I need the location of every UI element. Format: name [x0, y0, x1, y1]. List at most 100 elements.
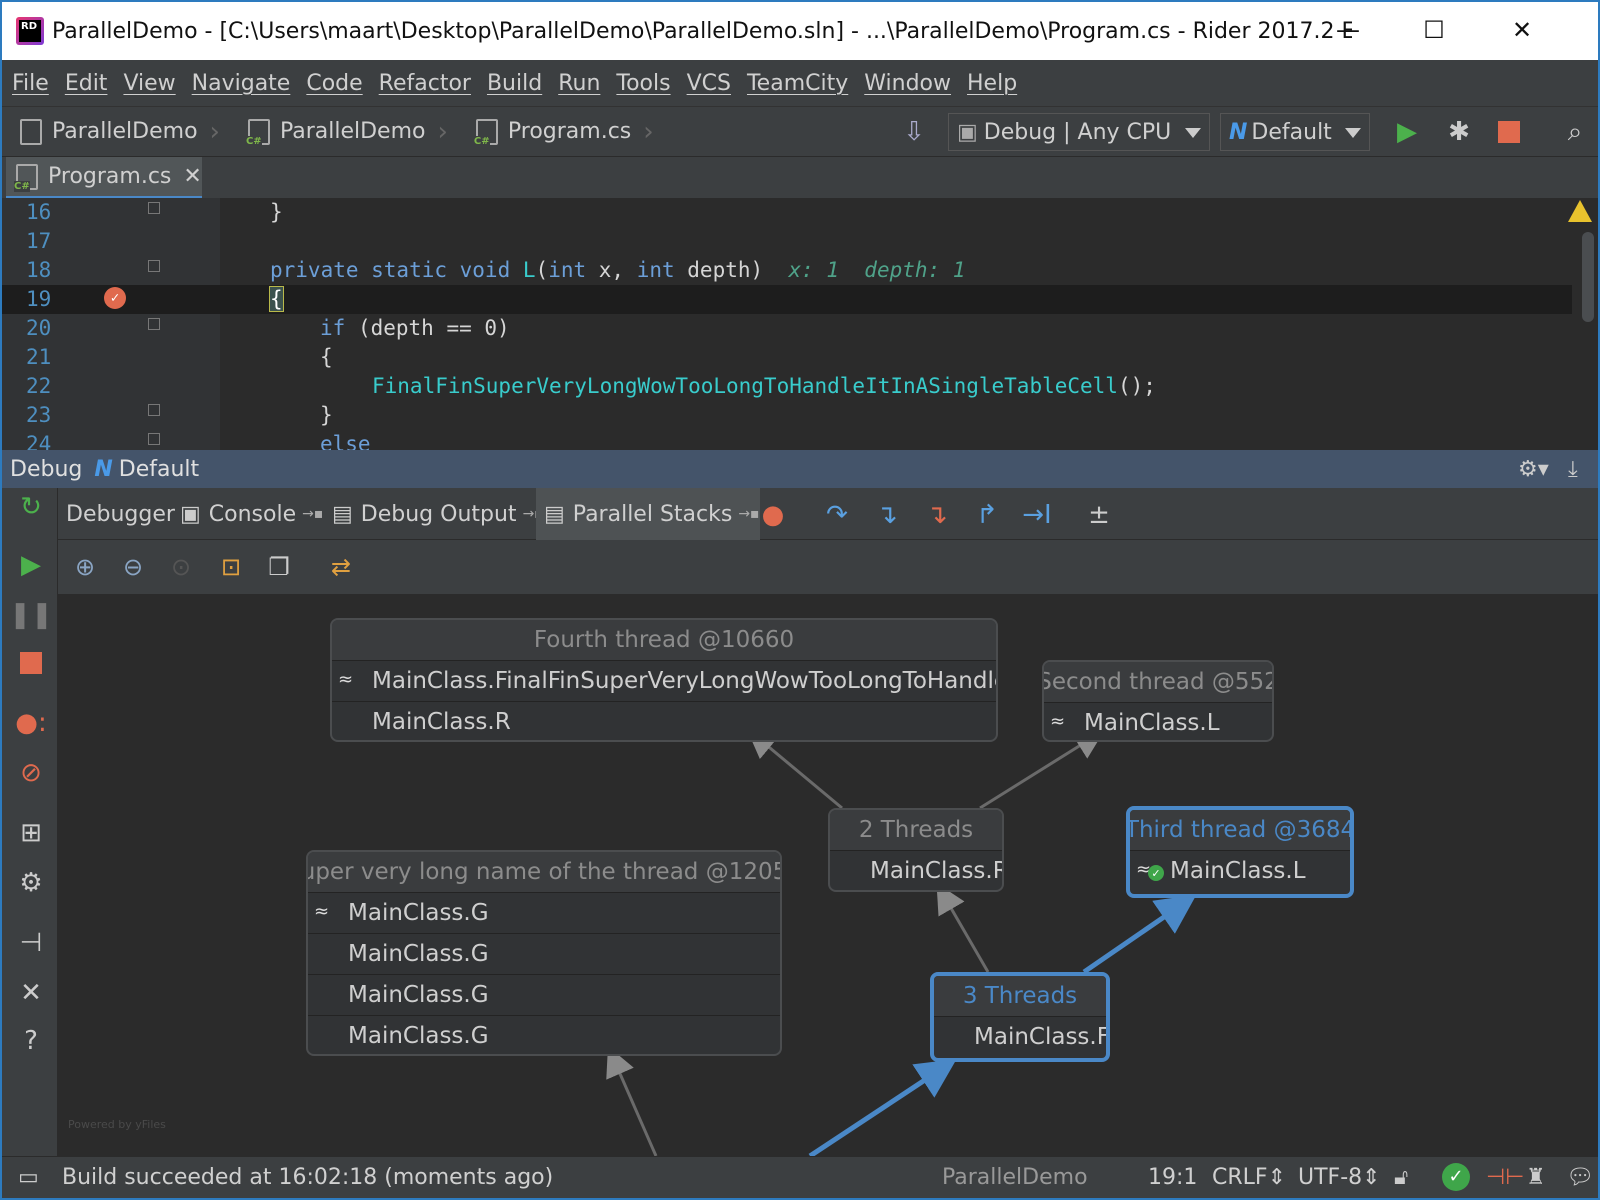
tab-debug-output[interactable]: ▤Debug Output→▪	[324, 488, 544, 540]
resume-icon[interactable]: ▶	[21, 550, 41, 580]
stop-icon[interactable]	[1492, 115, 1526, 149]
code-editor[interactable]: 16 } 17 18 private static void L(int x, …	[2, 198, 1598, 450]
settings-gear-icon[interactable]: ⚙	[19, 868, 43, 898]
hector-icon[interactable]: ♜	[1526, 1165, 1546, 1190]
maximize-button[interactable]: ☐	[1423, 16, 1445, 44]
stack-node-super-long-thread[interactable]: Super very long name of the thread @1205…	[306, 850, 782, 1056]
file-encoding[interactable]: UTF-8⇕	[1298, 1165, 1381, 1190]
stack-node-3-threads[interactable]: 3 Threads MainClass.F	[930, 972, 1110, 1062]
tab-console[interactable]: ▣Console→▪	[172, 488, 323, 540]
menu-file[interactable]: File	[12, 70, 49, 96]
menu-edit[interactable]: Edit	[64, 70, 108, 96]
notifications-icon[interactable]: 💬︎	[1566, 1165, 1594, 1190]
stack-frame[interactable]: MainClass.F	[934, 1016, 1106, 1057]
zoom-in-icon[interactable]: ⊕	[74, 553, 96, 581]
tab-debugger[interactable]: Debugger	[58, 488, 175, 540]
run-to-cursor-icon[interactable]: →I	[1022, 500, 1052, 530]
fold-marker-icon[interactable]	[148, 433, 160, 445]
debug-bug-icon[interactable]: ✱	[1448, 117, 1470, 147]
menu-code[interactable]: Code	[306, 70, 363, 96]
breakpoint-icon[interactable]: ✓	[104, 287, 126, 309]
show-execution-point-icon[interactable]: ●	[761, 500, 785, 530]
editor-scrollbar[interactable]	[1582, 232, 1594, 322]
stop-icon[interactable]	[14, 646, 48, 680]
status-project[interactable]: ParallelDemo	[942, 1165, 1088, 1190]
pin-tab-icon[interactable]: ⊣	[19, 928, 43, 958]
stack-frame[interactable]: ≈MainClass.G	[308, 892, 780, 933]
stack-frame[interactable]: ≈MainClass.L	[1044, 702, 1272, 740]
step-into-icon[interactable]: ↴	[876, 500, 898, 530]
mute-breakpoints-icon[interactable]: ⊘	[20, 758, 42, 788]
breakpoint-status-icon[interactable]: ⊣⊢	[1486, 1165, 1525, 1190]
code-line: 23 }	[2, 401, 1572, 430]
close-window-button[interactable]: ✕	[1511, 16, 1533, 44]
menu-refactor[interactable]: Refactor	[378, 70, 471, 96]
stack-node-third-thread[interactable]: Third thread @3684 ≈✓MainClass.L	[1126, 806, 1354, 898]
pause-icon[interactable]: ❚❚	[9, 600, 53, 630]
refresh-icon[interactable]: ⇄	[330, 553, 352, 581]
stack-frame-current[interactable]: ≈✓MainClass.L	[1130, 850, 1350, 891]
fold-marker-icon[interactable]	[148, 260, 160, 272]
layout-icon[interactable]: ⊞	[20, 818, 42, 848]
configuration-dropdown[interactable]: ▣ Debug | Any CPU	[948, 113, 1210, 151]
stack-frame[interactable]: MainClass.R	[332, 701, 996, 740]
menu-help[interactable]: Help	[967, 70, 1018, 96]
run-icon[interactable]: ▶	[1397, 117, 1417, 147]
parallel-stacks-diagram[interactable]: Fourth thread @10660 ≈MainClass.FinalFin…	[58, 594, 1598, 1156]
pin-icon[interactable]: →▪	[738, 506, 760, 522]
pin-icon[interactable]: →▪	[302, 506, 324, 522]
menu-view[interactable]: View	[123, 70, 176, 96]
caret-position[interactable]: 19:1	[1148, 1165, 1198, 1190]
attach-process-icon[interactable]: ⇩	[903, 117, 925, 147]
menu-run[interactable]: Run	[558, 70, 601, 96]
tab-parallel-stacks[interactable]: ▤Parallel Stacks→▪	[536, 488, 760, 540]
rerun-icon[interactable]: ↻	[20, 492, 42, 522]
search-icon[interactable]: ⌕	[1567, 116, 1583, 147]
chevron-down-icon	[1185, 128, 1201, 138]
stack-node-fourth-thread[interactable]: Fourth thread @10660 ≈MainClass.FinalFin…	[330, 618, 998, 742]
zoom-out-icon[interactable]: ⊖	[122, 553, 144, 581]
evaluate-expression-icon[interactable]: ±	[1088, 500, 1110, 530]
fold-marker-icon[interactable]	[148, 404, 160, 416]
toggle-tool-windows-icon[interactable]: ▭	[18, 1165, 39, 1190]
step-out-icon[interactable]: ↱	[976, 500, 998, 530]
runtime-dropdown[interactable]: N Default	[1220, 113, 1370, 151]
menu-tools[interactable]: Tools	[616, 70, 671, 96]
hide-panel-icon[interactable]: ⤓	[1568, 456, 1578, 482]
line-separator[interactable]: CRLF⇕	[1212, 1165, 1286, 1190]
breadcrumb-project[interactable]: C# ParallelDemo ›	[230, 107, 458, 156]
tab-program-cs[interactable]: C# Program.cs ✕	[6, 157, 202, 199]
warning-icon[interactable]	[1568, 200, 1592, 222]
breadcrumb-solution[interactable]: ParallelDemo ›	[2, 107, 230, 156]
step-over-icon[interactable]: ↷	[826, 500, 848, 530]
help-icon[interactable]: ?	[24, 1026, 38, 1056]
copy-image-icon[interactable]: ❐	[268, 553, 290, 581]
fit-content-icon[interactable]: ⊡	[220, 553, 242, 581]
inspection-ok-icon[interactable]: ✓	[1442, 1163, 1470, 1191]
menu-vcs[interactable]: VCS	[686, 70, 731, 96]
stack-frame[interactable]: MainClass.G	[308, 1015, 780, 1054]
stack-frame[interactable]: ≈MainClass.FinalFinSuperVeryLongWowTooLo…	[332, 660, 996, 701]
breadcrumb-file[interactable]: C# Program.cs ›	[458, 107, 664, 156]
stack-frame[interactable]: MainClass.G	[308, 933, 780, 974]
stack-frame[interactable]: MainClass.G	[308, 974, 780, 1015]
code-punct: ();	[1117, 374, 1156, 398]
code-punct: (depth ==	[345, 316, 485, 340]
stack-node-2-threads[interactable]: 2 Threads MainClass.R	[828, 808, 1004, 892]
fold-marker-icon[interactable]	[148, 202, 160, 214]
menu-build[interactable]: Build	[486, 70, 543, 96]
gear-icon[interactable]: ⚙▾	[1518, 456, 1549, 482]
menu-teamcity[interactable]: TeamCity	[746, 70, 849, 96]
close-tab-icon[interactable]: ✕	[183, 164, 202, 189]
force-step-into-icon[interactable]: ↴	[926, 500, 948, 530]
close-icon[interactable]: ✕	[20, 978, 42, 1008]
view-breakpoints-icon[interactable]: ●:	[15, 708, 47, 738]
zoom-actual-icon[interactable]: ⊙	[170, 553, 192, 581]
menu-window[interactable]: Window	[864, 70, 952, 96]
lock-icon[interactable]: 🔓︎	[1394, 1165, 1409, 1190]
stack-frame[interactable]: MainClass.R	[830, 850, 1002, 890]
fold-marker-icon[interactable]	[148, 318, 160, 330]
stack-node-second-thread[interactable]: Second thread @552 ≈MainClass.L	[1042, 660, 1274, 742]
minimize-button[interactable]: —	[1336, 16, 1360, 44]
menu-navigate[interactable]: Navigate	[191, 70, 291, 96]
